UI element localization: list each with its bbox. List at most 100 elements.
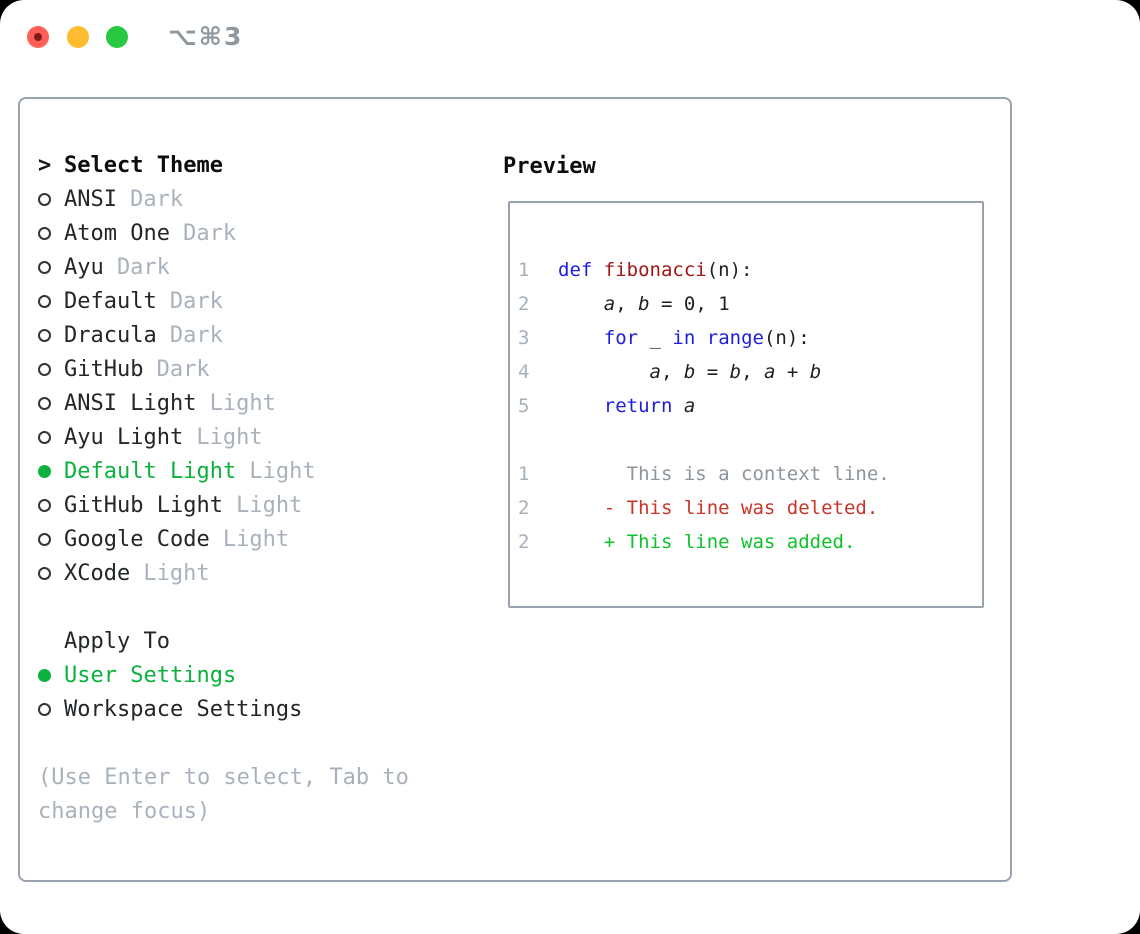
apply-to-option[interactable]: Workspace Settings: [38, 692, 409, 726]
radio-icon: [38, 396, 64, 410]
code-segment: = 0, 1: [649, 293, 730, 315]
apply-to-title: Apply To: [64, 628, 170, 654]
theme-name: GitHub: [64, 356, 144, 382]
theme-option[interactable]: ANSI Dark: [38, 182, 409, 216]
radio-circle: [38, 464, 51, 478]
theme-name: ANSI: [64, 186, 117, 212]
preview-blank-line: [518, 423, 982, 457]
line-number: 3: [518, 327, 530, 349]
code-segment: [558, 361, 650, 383]
theme-option[interactable]: GitHub Dark: [38, 352, 409, 386]
radio-selected-icon: [38, 668, 64, 682]
radio-icon: [38, 498, 64, 512]
minimize-button[interactable]: [67, 26, 89, 48]
code-segment: =: [695, 361, 730, 383]
theme-variant: Light: [143, 560, 210, 586]
code-segment: a: [763, 361, 776, 383]
code-segment: range: [706, 327, 764, 349]
code-segment: a: [649, 361, 661, 383]
radio-icon: [38, 226, 64, 240]
diff-preview: 1 This is a context line. 2 - This line w…: [518, 457, 982, 559]
radio-icon: [38, 294, 64, 308]
radio-circle: [38, 192, 51, 206]
theme-variant: Light: [222, 526, 290, 552]
code-line: 3 for _ in range(n):: [518, 321, 982, 355]
radio-circle: [38, 498, 51, 512]
line-number: 2: [518, 497, 530, 519]
radio-circle: [38, 260, 51, 274]
radio-icon: [38, 702, 64, 716]
radio-circle: [38, 566, 51, 580]
diff-text: - This line was deleted.: [558, 497, 879, 519]
radio-circle: [38, 702, 51, 716]
radio-circle: [38, 396, 51, 410]
radio-circle: [38, 294, 51, 308]
theme-variant: Dark: [156, 356, 210, 382]
code-line: 4 a, b = b, a + b: [518, 355, 982, 389]
hint-line-2: change focus): [38, 798, 211, 824]
code-segment: [558, 395, 604, 417]
theme-variant: Dark: [130, 186, 184, 212]
diff-text: This is a context line.: [558, 463, 890, 485]
theme-name: GitHub Light: [64, 492, 223, 518]
radio-circle: [38, 362, 51, 376]
code-segment: a: [683, 395, 696, 417]
apply-to-name: User Settings: [64, 662, 237, 688]
code-segment: b: [683, 361, 696, 383]
code-segment: (n):: [706, 259, 753, 281]
code-line: 2 a, b = 0, 1: [518, 287, 982, 321]
radio-icon: [38, 362, 64, 376]
code-segment: b: [809, 361, 822, 383]
close-button[interactable]: [27, 26, 49, 48]
diff-line-added: 2 + This line was added.: [518, 525, 982, 559]
line-number: 2: [518, 293, 530, 315]
line-number: 1: [518, 259, 530, 281]
theme-name: Default Light: [64, 458, 237, 484]
theme-name: Dracula: [64, 322, 157, 348]
code-segment: for: [603, 327, 639, 349]
zoom-button[interactable]: [106, 26, 128, 48]
spacer-row: [38, 590, 409, 624]
radio-icon: [38, 192, 64, 206]
hint-line-1: (Use Enter to select, Tab to: [38, 764, 409, 790]
radio-icon: [38, 430, 64, 444]
diff-line-deleted: 2 - This line was deleted.: [518, 491, 982, 525]
radio-icon: [38, 532, 64, 546]
code-segment: ,: [660, 361, 684, 383]
code-segment: b: [638, 293, 650, 315]
theme-option[interactable]: Default Dark: [38, 284, 409, 318]
theme-name: Atom One: [64, 220, 170, 246]
line-number: 1: [518, 463, 530, 485]
apply-to-option[interactable]: User Settings: [38, 658, 409, 692]
radio-icon: [38, 328, 64, 342]
theme-option[interactable]: Atom One Dark: [38, 216, 409, 250]
theme-name: Ayu: [64, 254, 104, 280]
theme-name: Ayu Light: [64, 424, 184, 450]
code-segment: _: [638, 327, 673, 349]
radio-circle: [38, 328, 51, 342]
theme-variant: Dark: [169, 288, 223, 314]
radio-circle: [38, 532, 51, 546]
select-theme-title: Select Theme: [64, 152, 223, 178]
theme-option[interactable]: XCode Light: [38, 556, 409, 590]
theme-option[interactable]: Default Light Light: [38, 454, 409, 488]
theme-variant: Light: [249, 458, 316, 484]
radio-icon: [38, 260, 64, 274]
theme-variant: Dark: [183, 220, 237, 246]
theme-name: ANSI Light: [64, 390, 197, 416]
theme-name: Default: [64, 288, 157, 314]
code-line: 5 return a: [518, 389, 982, 423]
theme-name: XCode: [64, 560, 131, 586]
code-segment: ,: [615, 293, 639, 315]
spacer-row: [38, 726, 409, 760]
